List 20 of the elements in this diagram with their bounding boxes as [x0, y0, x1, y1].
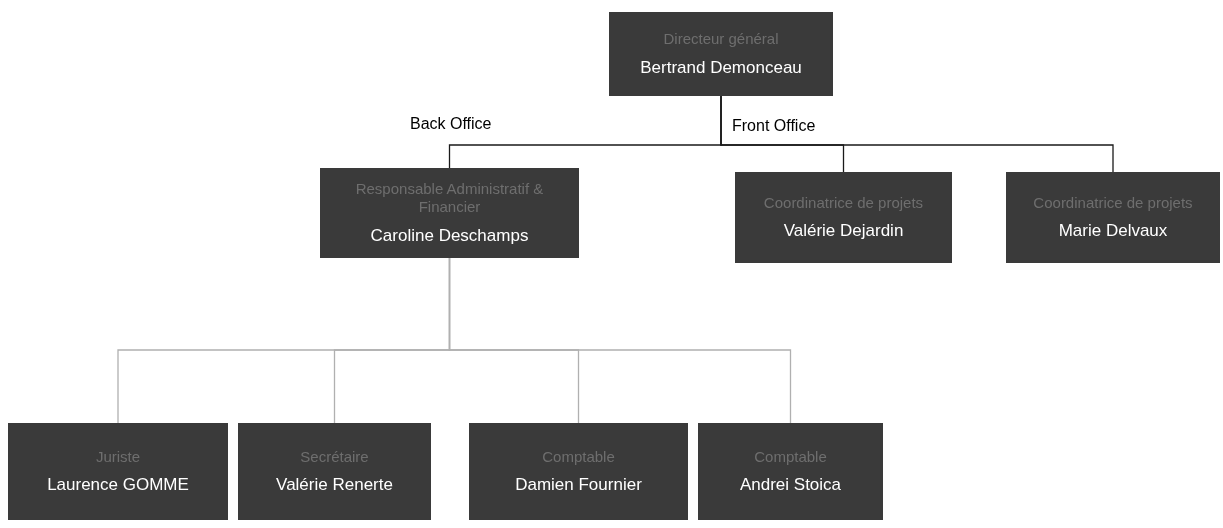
org-box — [609, 12, 833, 96]
connector-line — [720, 95, 1114, 173]
org-box — [8, 423, 228, 520]
person-name: Valérie Renerte — [276, 474, 393, 496]
org-box — [320, 168, 579, 258]
org-box — [735, 172, 952, 263]
person-name: Bertrand Demonceau — [640, 56, 802, 78]
org-box — [1006, 172, 1220, 263]
person-name: Caroline Deschamps — [370, 225, 529, 247]
person-name: Laurence GOMME — [47, 474, 189, 496]
branch-label: Front Office — [732, 116, 816, 136]
org-box — [469, 423, 688, 520]
person-name: Andrei Stoica — [739, 474, 842, 496]
person-name: Marie Delvaux — [1058, 220, 1168, 242]
person-name: Damien Fournier — [515, 474, 642, 496]
org-box — [698, 423, 883, 520]
connector-line — [448, 257, 792, 424]
person-name: Valérie Dejardin — [783, 220, 904, 242]
branch-label: Back Office — [410, 114, 492, 134]
org-box — [238, 423, 431, 520]
